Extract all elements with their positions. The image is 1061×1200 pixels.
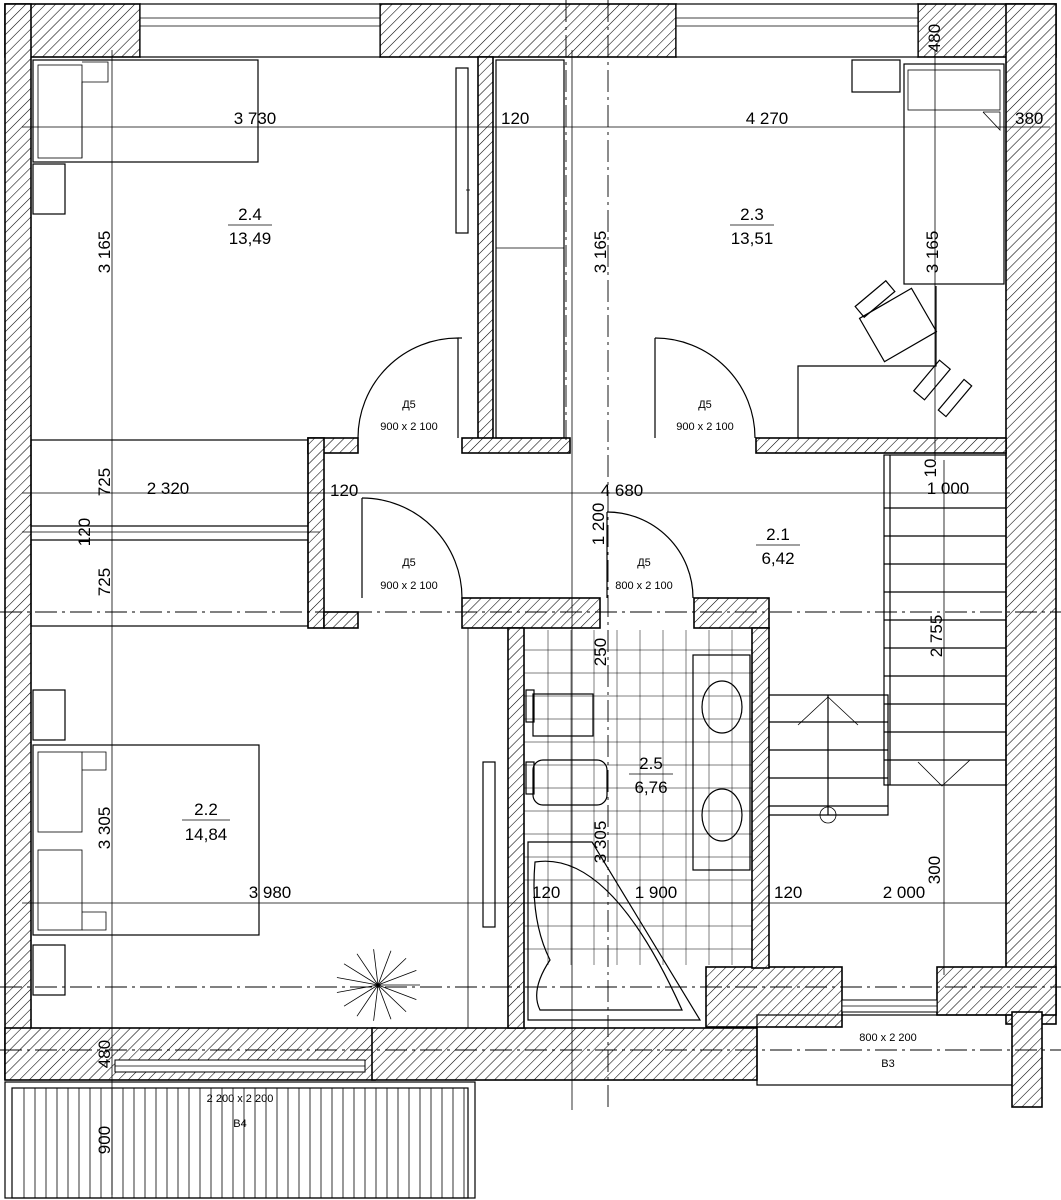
bed-room-23 bbox=[851, 59, 1005, 285]
dim-stair-lower-width: 2 000 bbox=[883, 883, 926, 902]
desk-room-23 bbox=[797, 279, 973, 438]
dim-room24-width: 3 730 bbox=[234, 109, 277, 128]
doors bbox=[357, 337, 756, 599]
bed-room-22 bbox=[32, 689, 260, 996]
dim-stair-300: 300 bbox=[925, 856, 944, 884]
door-23-code: Д5 bbox=[698, 399, 712, 411]
dim-bath-wall-right: 120 bbox=[774, 883, 802, 902]
room-22-number: 2.2 bbox=[194, 800, 218, 819]
opening-b3-size: 800 x 2 200 bbox=[859, 1032, 917, 1044]
room-25-number: 2.5 bbox=[639, 754, 663, 773]
dimension-labels: 3 730 120 4 270 380 480 3 165 3 165 3 16… bbox=[75, 24, 1043, 1154]
bed-room-24 bbox=[32, 59, 259, 215]
dim-hall-width: 4 680 bbox=[601, 481, 644, 500]
tv-room-22 bbox=[467, 628, 496, 1028]
dim-closet-width: 2 320 bbox=[147, 479, 190, 498]
opening-b3-code: В3 bbox=[881, 1058, 894, 1070]
room-24-number: 2.4 bbox=[238, 205, 262, 224]
dim-bath-250: 250 bbox=[591, 638, 610, 666]
room-21-area: 6,42 bbox=[761, 549, 794, 568]
dimension-lines bbox=[22, 50, 1050, 1195]
dim-closet-mid: 120 bbox=[75, 518, 94, 546]
opening-b4-code: В4 bbox=[233, 1118, 246, 1130]
room-25-area: 6,76 bbox=[634, 778, 667, 797]
walls bbox=[4, 3, 1057, 1081]
dim-partition-120: 120 bbox=[501, 109, 529, 128]
room-21-number: 2.1 bbox=[766, 525, 790, 544]
dim-bath-height: 3 305 bbox=[591, 821, 610, 864]
dim-hall-depth: 1 200 bbox=[589, 503, 608, 546]
door-24-code: Д5 bbox=[402, 399, 416, 411]
room-23-number: 2.3 bbox=[740, 205, 764, 224]
dim-room23-width: 4 270 bbox=[746, 109, 789, 128]
bathroom bbox=[524, 630, 752, 1021]
closets bbox=[30, 439, 309, 627]
dim-wardrobe-height: 3 165 bbox=[591, 231, 610, 274]
dim-room22-height: 3 305 bbox=[95, 807, 114, 850]
dim-wall-480-top: 480 bbox=[925, 24, 944, 52]
dim-closet-upper: 725 bbox=[95, 468, 114, 496]
door-22-code: Д5 bbox=[402, 557, 416, 569]
room-22-area: 14,84 bbox=[185, 825, 228, 844]
dim-stair-width: 1 000 bbox=[927, 479, 970, 498]
top-windows bbox=[139, 3, 919, 58]
door-24-size: 900 x 2 100 bbox=[380, 421, 438, 433]
door-labels: Д5 900 x 2 100 Д5 900 x 2 100 Д5 900 x 2… bbox=[207, 399, 917, 1130]
plant bbox=[336, 949, 420, 1021]
door-25-size: 800 x 2 100 bbox=[615, 580, 673, 592]
dim-balcony-900: 900 bbox=[95, 1126, 114, 1154]
stairs bbox=[769, 454, 1007, 824]
door-22-size: 900 x 2 100 bbox=[380, 580, 438, 592]
room-23-area: 13,51 bbox=[731, 229, 774, 248]
room-labels: 2.4 13,49 2.3 13,51 2.1 6,42 2.2 14,84 2… bbox=[182, 205, 800, 844]
door-25-code: Д5 bbox=[637, 557, 651, 569]
dim-wall-480-bottom: 480 bbox=[95, 1040, 114, 1068]
dim-hall-wall-120: 120 bbox=[330, 481, 358, 500]
dim-room24-height: 3 165 bbox=[95, 231, 114, 274]
room-24-area: 13,49 bbox=[229, 229, 272, 248]
opening-b4-size: 2 200 x 2 200 bbox=[207, 1093, 274, 1105]
dim-stair-10: 10 bbox=[921, 459, 940, 478]
dim-closet-lower: 725 bbox=[95, 568, 114, 596]
dim-room23-height: 3 165 bbox=[923, 231, 942, 274]
dim-room22-width: 3 980 bbox=[249, 883, 292, 902]
dim-bath-width: 1 900 bbox=[635, 883, 678, 902]
dim-stair-length: 2 755 bbox=[927, 615, 946, 658]
dim-wall-380: 380 bbox=[1015, 109, 1043, 128]
axis-lines bbox=[0, 0, 1061, 1110]
dim-bath-wall-left: 120 bbox=[532, 883, 560, 902]
balcony-b4 bbox=[4, 1059, 476, 1199]
door-23-size: 900 x 2 100 bbox=[676, 421, 734, 433]
tv-room-24 bbox=[455, 67, 470, 234]
wardrobe bbox=[495, 59, 565, 439]
